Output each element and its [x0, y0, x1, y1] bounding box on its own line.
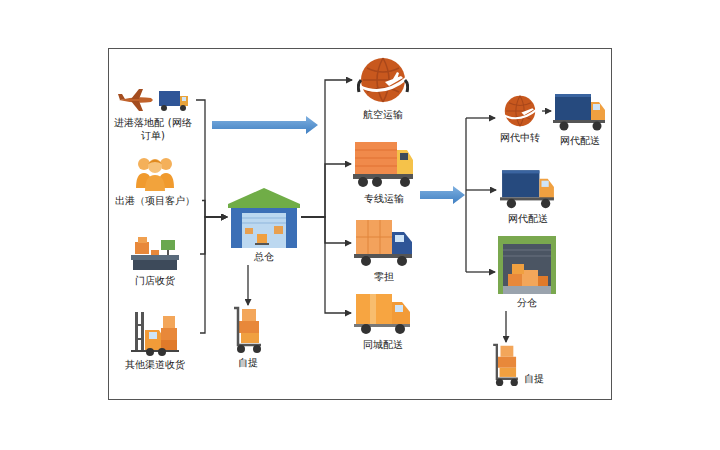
node-label: 专线运输 [364, 192, 404, 205]
flow-arrow-big [212, 116, 318, 134]
node-illustration [131, 310, 179, 356]
icon-node: 进港落地配 (网络订单) [112, 86, 194, 142]
icon-node: 网代配送 [552, 92, 608, 147]
node-label: 自提 [524, 372, 544, 385]
node-illustration [553, 92, 607, 132]
branch-bracket [466, 118, 496, 272]
flow-connector [200, 217, 227, 333]
flow-connector [196, 100, 227, 217]
icon-node: 零担 [352, 218, 416, 283]
icon-node: 网代中转 [499, 93, 541, 144]
flow-connector [301, 217, 351, 243]
node-label: 分仓 [517, 296, 537, 309]
flow-connector [301, 80, 352, 217]
flow-connector [200, 217, 227, 254]
node-label: 进港落地配 (网络订单) [112, 116, 194, 142]
flow-connector [202, 201, 227, 218]
icon-node: 网代配送 [499, 168, 557, 225]
node-label: 零担 [374, 270, 394, 283]
flow-connector [505, 311, 506, 342]
node-illustration [354, 290, 412, 336]
flow-connector [542, 110, 551, 111]
node-illustration [353, 138, 415, 190]
icon-node: 同城配送 [352, 290, 414, 351]
flow-connector [301, 217, 351, 313]
flow-arrow-big [420, 186, 465, 204]
node-illustration [135, 152, 175, 192]
node-label: 自提 [238, 356, 258, 369]
node-label: 门店收货 [135, 274, 175, 287]
icon-node: 门店收货 [112, 236, 198, 287]
node-label: 航空运输 [363, 108, 403, 121]
node-illustration [228, 186, 300, 248]
node-illustration [129, 236, 181, 272]
node-illustration [117, 86, 189, 114]
node-label: 网代配送 [508, 212, 548, 225]
node-label: 出港（项目客户） [115, 194, 195, 207]
node-label: 网代中转 [500, 131, 540, 144]
node-label: 其他渠道收货 [125, 358, 185, 371]
flow-connector [301, 164, 351, 217]
icon-node: 出港（项目客户） [110, 152, 200, 207]
icon-node: 航空运输 [353, 54, 413, 121]
node-illustration [500, 168, 556, 210]
icon-node: 自提 [490, 343, 560, 387]
icon-node: 自提 [226, 306, 270, 369]
node-illustration [354, 218, 414, 268]
icon-node: 分仓 [497, 236, 557, 309]
node-illustration [357, 54, 409, 106]
node-illustration [490, 343, 522, 387]
node-illustration [502, 93, 538, 129]
icon-node: 总仓 [228, 186, 300, 263]
node-illustration [231, 306, 265, 354]
node-label: 网代配送 [560, 134, 600, 147]
frame-border [109, 49, 612, 400]
icon-node: 专线运输 [352, 138, 416, 205]
node-label: 总仓 [254, 250, 274, 263]
icon-node: 其他渠道收货 [112, 310, 198, 371]
node-label: 同城配送 [363, 338, 403, 351]
flow-connector [247, 265, 248, 305]
node-illustration [498, 236, 556, 294]
